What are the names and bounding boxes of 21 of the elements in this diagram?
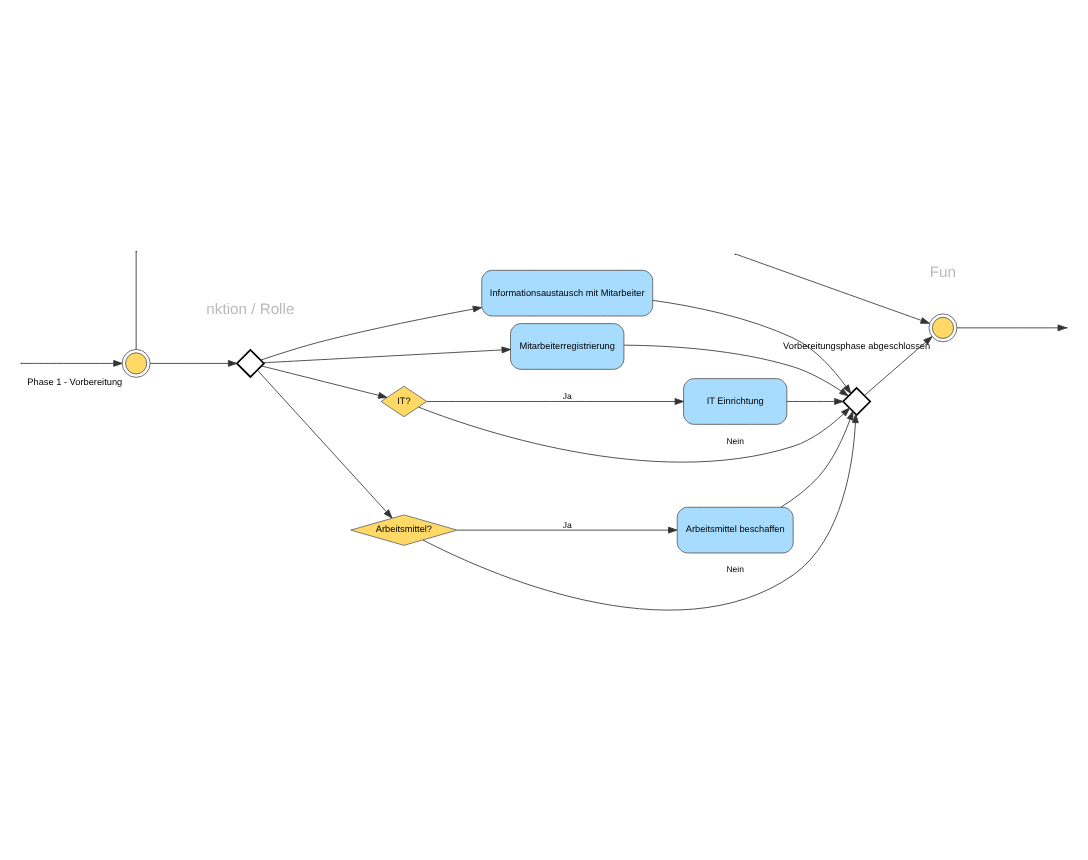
arrow [735, 252, 930, 323]
arrow [780, 409, 854, 507]
arrow [149, 359, 238, 366]
arrow [652, 298, 852, 393]
label: Fun [929, 262, 957, 281]
arrow [623, 343, 849, 396]
connector [135, 250, 137, 349]
arrow [418, 405, 851, 462]
label: nktion / Rolle [206, 298, 295, 317]
arrow [263, 345, 511, 363]
node-diamond [235, 347, 266, 378]
arrow [786, 397, 844, 404]
arrow [261, 364, 388, 398]
arrow [422, 412, 859, 610]
arrow [456, 525, 678, 533]
arrow [864, 335, 933, 395]
arrow [426, 397, 684, 404]
arrow [260, 304, 483, 360]
arrow [21, 359, 123, 366]
arrow [256, 368, 393, 518]
arrow [956, 323, 1067, 331]
